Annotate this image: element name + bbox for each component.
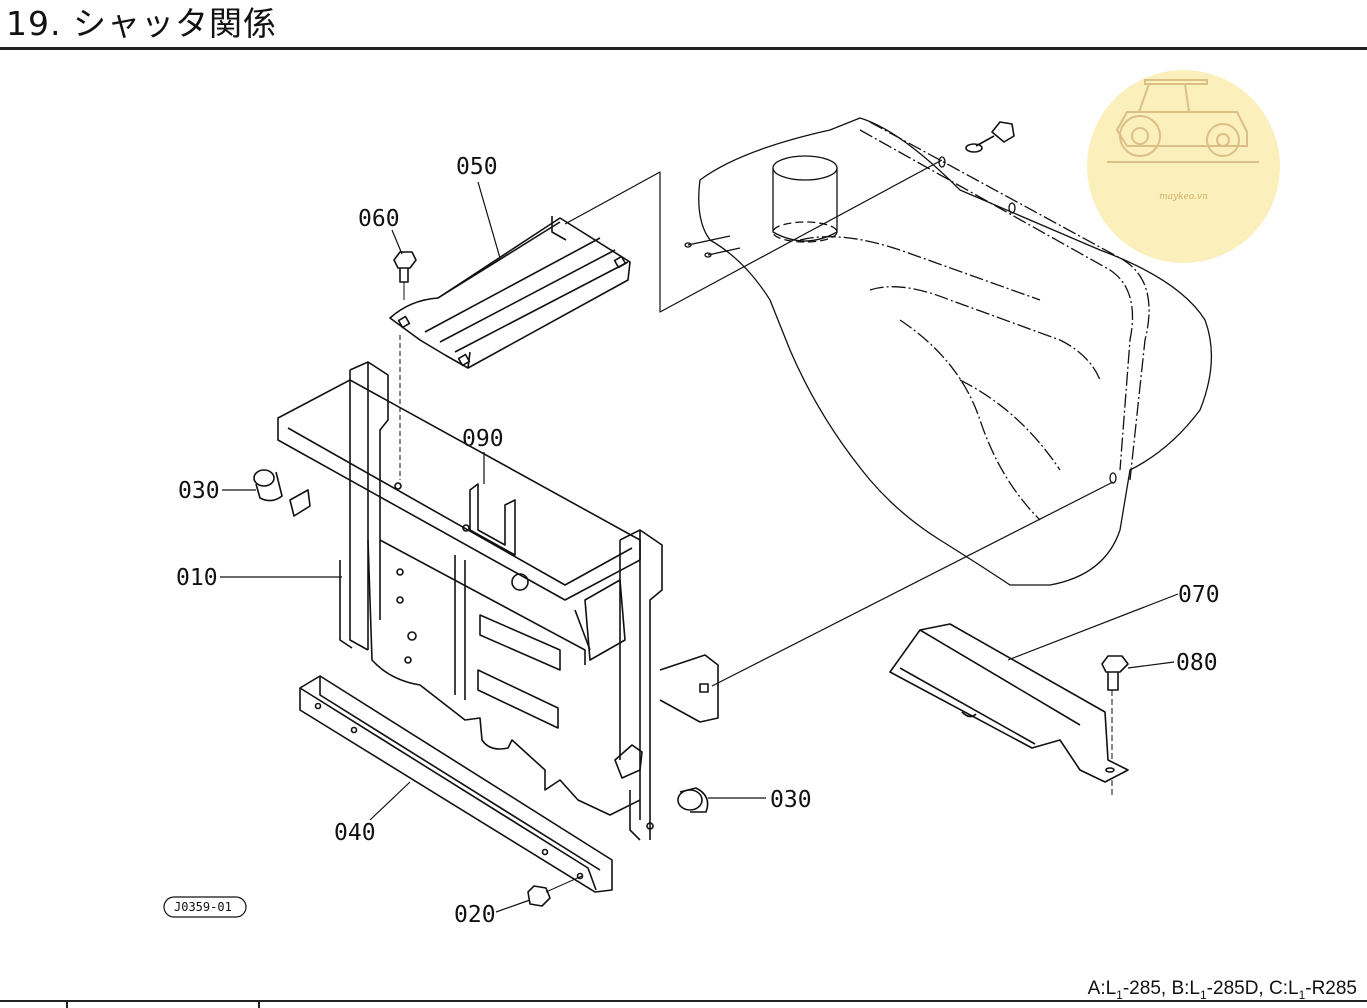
- part-010-frame: [277, 361, 719, 841]
- callout-040: 040: [334, 820, 376, 846]
- part-090-clip: [469, 483, 516, 556]
- figure-id: J0359-01: [174, 900, 232, 914]
- tractor-icon: [1107, 79, 1259, 163]
- part-040-rail: [299, 675, 613, 893]
- part-050-cover: [389, 216, 631, 369]
- page-title: 19. シャッタ関係: [6, 4, 277, 43]
- model-c-sub: 1: [1298, 987, 1306, 1002]
- model-c-prefix: C:L: [1268, 978, 1299, 999]
- callout-020: 020: [454, 902, 496, 928]
- tank-bolt: [965, 121, 1015, 153]
- part-060-bolt: [393, 251, 417, 480]
- model-b-suffix: -285D,: [1206, 978, 1264, 999]
- model-c-suffix: -R285: [1305, 978, 1357, 999]
- callout-030-left: 030: [178, 478, 220, 504]
- part-030-mount-right: [677, 787, 709, 813]
- part-030-mount-left: [253, 469, 311, 517]
- callout-080: 080: [1176, 650, 1218, 676]
- model-a-prefix: A:L: [1087, 978, 1117, 999]
- callout-090: 090: [462, 426, 504, 452]
- header-divider: [0, 47, 1367, 50]
- callout-010: 010: [176, 565, 218, 591]
- model-b-prefix: B:L: [1171, 978, 1200, 999]
- model-b-sub: 1: [1199, 987, 1207, 1002]
- watermark-logo: maykeo.vn: [1087, 70, 1280, 263]
- footer-column-tick: [66, 1000, 68, 1008]
- part-080-bolt: [1101, 655, 1129, 795]
- callout-070: 070: [1178, 582, 1220, 608]
- callout-050: 050: [456, 154, 498, 180]
- footer-divider: [0, 1000, 1367, 1002]
- part-020-bolt: [527, 875, 583, 907]
- part-070-cover: [889, 623, 1129, 783]
- callout-030-right: 030: [770, 787, 812, 813]
- callout-060: 060: [358, 206, 400, 232]
- figure-id-badge: [163, 896, 247, 918]
- fuel-tank-outline: [684, 117, 1213, 586]
- watermark-text: maykeo.vn: [1159, 192, 1208, 202]
- model-a-sub: 1: [1116, 987, 1123, 1002]
- footer-column-tick: [258, 1000, 260, 1008]
- model-a-suffix: -285,: [1122, 978, 1167, 999]
- model-legend: A:L1-285, B:L1-285D, C:L1-R285: [1088, 977, 1357, 1007]
